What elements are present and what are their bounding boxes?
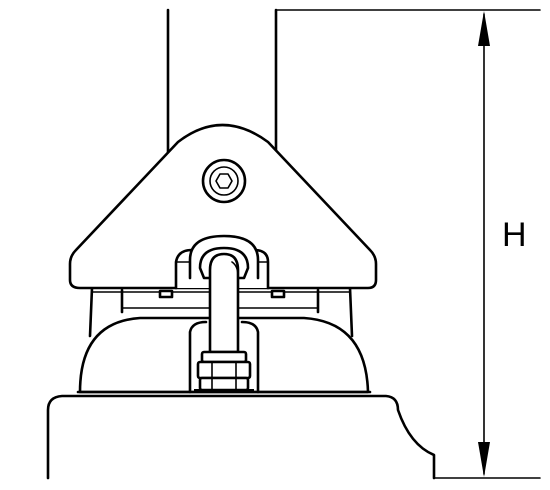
height-label: H <box>502 216 527 254</box>
base-pad <box>46 394 436 480</box>
stem-nut <box>194 350 254 393</box>
ball-joint <box>188 234 260 354</box>
column <box>166 8 278 162</box>
dimension-arrow-bottom <box>478 442 490 477</box>
hex-socket-screw <box>201 158 247 204</box>
height-dimension: H <box>275 9 541 479</box>
dimension-arrow-top <box>478 11 490 46</box>
